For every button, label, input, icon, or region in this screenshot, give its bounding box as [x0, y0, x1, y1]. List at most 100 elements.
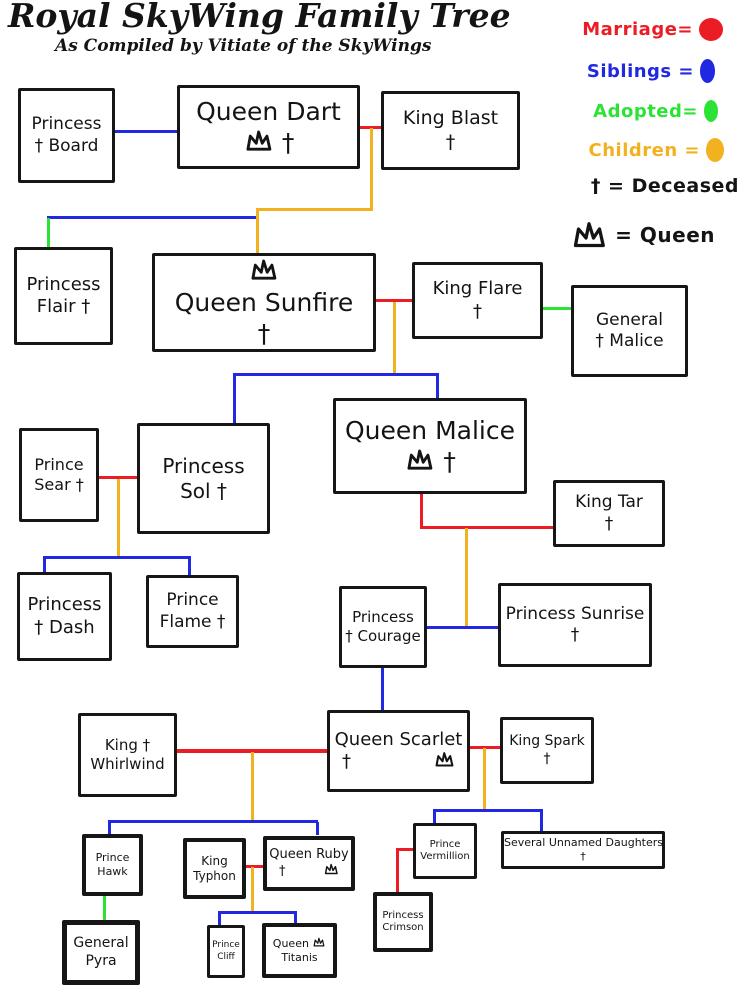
node-queen-dart: Queen Dart †	[177, 85, 360, 169]
legend-label-deceased: † = Deceased	[590, 175, 739, 197]
edge-marriage	[99, 476, 137, 479]
edge-children	[370, 128, 373, 209]
queen-crown-icon	[246, 130, 271, 151]
queen-crown-icon	[435, 752, 453, 767]
node-label-line: Princess Sunrise	[505, 603, 645, 624]
edge-marriage	[360, 126, 381, 129]
edge-children	[483, 748, 486, 810]
node-label-line: General	[73, 935, 129, 951]
edge-siblings	[233, 375, 236, 423]
node-label-line: Prince	[212, 940, 240, 951]
node-princess-dash: Princess† Dash	[17, 572, 112, 661]
edge-marriage	[396, 848, 414, 851]
node-label-line: Queen Malice	[345, 415, 515, 445]
node-label-line: Princess	[27, 594, 102, 615]
node-label-line: Queen Sunfire	[174, 287, 354, 317]
legend-label-queen: = Queen	[615, 223, 715, 247]
legend-label-siblings: Siblings =	[586, 60, 694, 82]
node-label-line: †	[604, 513, 614, 534]
edge-children	[251, 752, 254, 822]
edge-siblings	[218, 913, 221, 925]
node-label-line	[155, 256, 373, 287]
page-title: Royal SkyWing Family Tree	[8, 0, 511, 35]
node-label-line: Prince	[166, 590, 219, 611]
node-label-line: Queen	[266, 937, 333, 951]
legend-item-adopted: Adopted=	[593, 100, 718, 122]
edge-siblings	[233, 373, 439, 376]
node-king-flare: King Flare†	[412, 262, 543, 339]
node-label-line: †	[473, 300, 482, 322]
node-label-line: † Dash	[34, 616, 95, 638]
queen-crown-icon	[407, 449, 433, 470]
node-label-line: †	[543, 750, 551, 767]
node-label-line: Queen Ruby	[269, 847, 349, 863]
node-label-line: King Blast	[402, 106, 499, 129]
node-label-line: †	[336, 446, 524, 477]
node-princess-sunrise: Princess Sunrise†	[498, 583, 652, 667]
node-label-line: Princess	[352, 608, 414, 627]
node-label-line: Sol †	[180, 478, 227, 503]
edge-children	[117, 479, 120, 557]
node-label-line: †	[445, 130, 456, 153]
node-label-line: † Malice	[595, 331, 664, 351]
node-several-unnamed-daughters: Several Unnamed Daughters†	[501, 831, 665, 869]
node-queen-sunfire: Queen Sunfire†	[152, 253, 376, 352]
node-label-line: †	[330, 751, 467, 774]
edge-siblings	[47, 216, 256, 219]
node-label-line: King Flare	[432, 278, 523, 299]
edge-marriage	[376, 299, 412, 302]
edge-siblings	[43, 556, 191, 559]
node-label-line: †	[180, 127, 357, 158]
node-label-line: †	[267, 863, 351, 880]
node-label-line: Princess	[31, 114, 102, 135]
node-label-line: Flair †	[36, 296, 91, 317]
edge-siblings	[218, 911, 297, 914]
legend-label-marriage: Marriage=	[582, 19, 693, 40]
node-king-blast: King Blast†	[381, 91, 520, 170]
queen-crown-icon	[313, 937, 325, 947]
edge-adopted	[103, 896, 106, 920]
legend-item-marriage: Marriage=	[582, 18, 723, 41]
node-label-line: Crimson	[382, 922, 424, 933]
edge-siblings	[436, 375, 439, 399]
node-label-line: Several Unnamed Daughters	[504, 836, 664, 850]
node-label-line: Titanis	[281, 950, 318, 964]
edge-siblings	[381, 668, 384, 710]
node-label-line: Queen Dart	[196, 96, 341, 126]
edge-siblings	[108, 822, 111, 835]
edge-siblings	[188, 558, 191, 575]
siblings-dot-icon	[700, 59, 715, 83]
node-king-whirlwind: King †Whirlwind	[78, 713, 177, 797]
edge-marriage	[470, 746, 500, 749]
edge-siblings	[540, 811, 543, 831]
edge-siblings	[316, 822, 319, 835]
node-king-tar: King Tar†	[553, 480, 665, 547]
node-label-line: Princess	[162, 453, 245, 478]
node-label-line: † Courage	[345, 627, 421, 645]
edge-children	[256, 210, 259, 253]
node-label-line: †	[570, 625, 580, 645]
node-label-line: Whirlwind	[90, 755, 165, 773]
edge-siblings	[43, 558, 46, 573]
legend-label-adopted: Adopted=	[593, 100, 698, 122]
node-queen-scarlet: Queen Scarlet†	[327, 710, 470, 792]
legend-label-children: Children =	[588, 139, 700, 161]
edge-adopted	[47, 218, 50, 247]
node-princess-board: Princess† Board	[18, 88, 115, 183]
node-label-line: Prince	[429, 838, 461, 850]
node-label-line: King †	[104, 736, 151, 755]
edge-adopted	[543, 307, 571, 310]
edge-children	[465, 528, 468, 628]
node-queen-malice: Queen Malice †	[333, 398, 527, 494]
legend-item-queen: = Queen	[569, 220, 715, 250]
node-label-line: King	[201, 853, 228, 868]
node-label-line: Prince	[95, 851, 130, 865]
